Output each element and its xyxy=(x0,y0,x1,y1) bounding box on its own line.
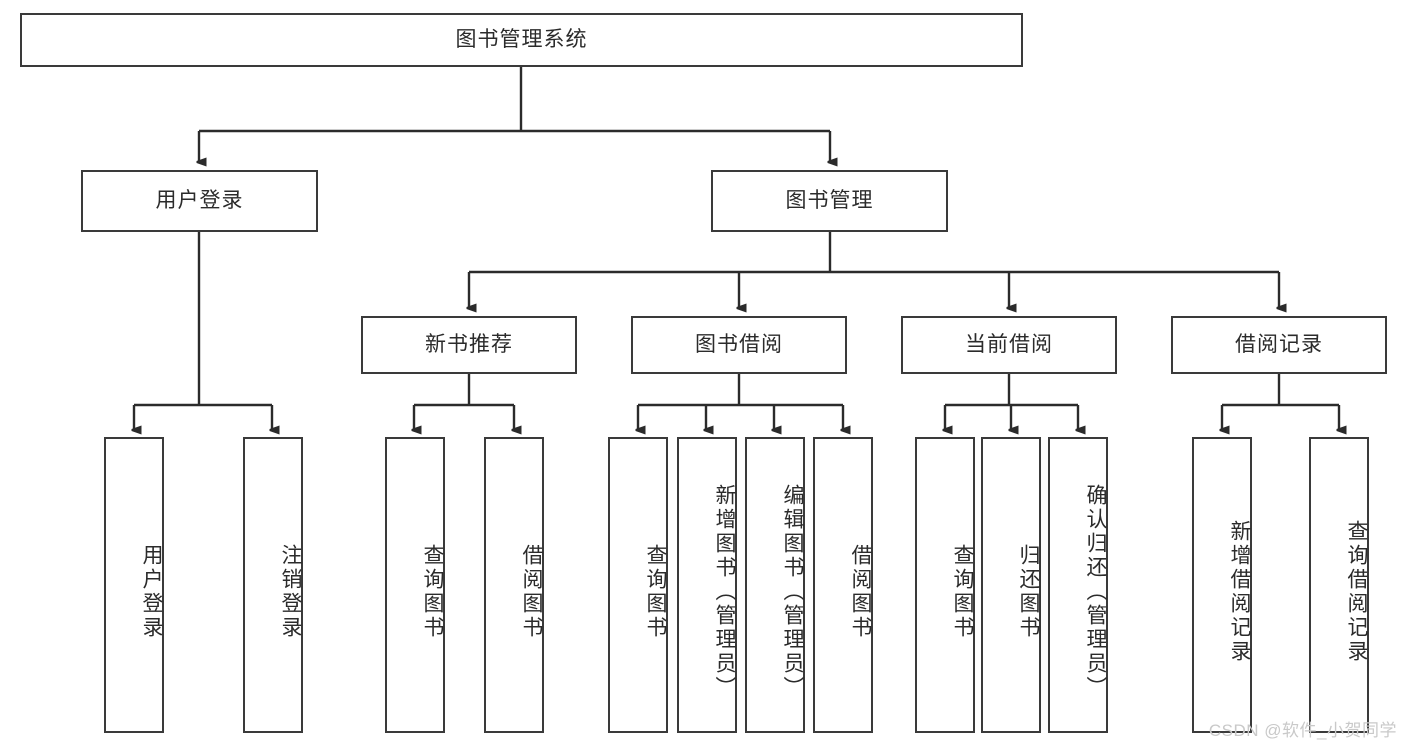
node-book-management[interactable]: 图书管理 xyxy=(711,170,948,232)
node-label: 借阅图书 xyxy=(520,544,543,640)
node-leaf-query-borrow-record[interactable]: 查询借阅记录 xyxy=(1309,437,1369,733)
node-label: 新增借阅记录 xyxy=(1228,520,1251,664)
node-leaf-add-borrow-record[interactable]: 新增借阅记录 xyxy=(1192,437,1252,733)
node-label: 图书管理 xyxy=(785,189,874,213)
node-label: 注销登录 xyxy=(279,544,302,640)
node-label: 用户登录 xyxy=(140,544,163,640)
node-user-login[interactable]: 用户登录 xyxy=(81,170,318,232)
node-label: 确认归还（管理员） xyxy=(1084,484,1107,700)
node-leaf-borrow-book[interactable]: 借阅图书 xyxy=(813,437,873,733)
node-label: 借阅记录 xyxy=(1235,333,1323,357)
node-label: 借阅图书 xyxy=(849,544,872,640)
node-label: 新书推荐 xyxy=(425,333,513,357)
node-leaf-query-book-current[interactable]: 查询图书 xyxy=(915,437,975,733)
node-label: 查询图书 xyxy=(644,544,667,640)
node-leaf-query-book-borrow[interactable]: 查询图书 xyxy=(608,437,668,733)
node-leaf-borrow-book-recommend[interactable]: 借阅图书 xyxy=(484,437,544,733)
node-leaf-add-book[interactable]: 新增图书（管理员） xyxy=(677,437,737,733)
watermark-text: CSDN @软件_小贺同学 xyxy=(1208,721,1397,740)
node-label: 查询图书 xyxy=(421,544,444,640)
node-leaf-return-book[interactable]: 归还图书 xyxy=(981,437,1041,733)
node-leaf-query-book-recommend[interactable]: 查询图书 xyxy=(385,437,445,733)
node-label: 图书管理系统 xyxy=(455,28,588,52)
node-book-borrow[interactable]: 图书借阅 xyxy=(631,316,847,374)
node-root-book-management-system[interactable]: 图书管理系统 xyxy=(20,13,1023,67)
node-label: 编辑图书（管理员） xyxy=(781,484,804,700)
node-label: 查询图书 xyxy=(951,544,974,640)
node-label: 图书借阅 xyxy=(695,333,783,357)
node-new-book-recommend[interactable]: 新书推荐 xyxy=(361,316,577,374)
node-label: 用户登录 xyxy=(155,189,244,213)
node-label: 归还图书 xyxy=(1017,544,1040,640)
node-leaf-logout-login[interactable]: 注销登录 xyxy=(243,437,303,733)
node-current-borrow[interactable]: 当前借阅 xyxy=(901,316,1117,374)
node-leaf-edit-book[interactable]: 编辑图书（管理员） xyxy=(745,437,805,733)
node-borrow-record[interactable]: 借阅记录 xyxy=(1171,316,1387,374)
node-label: 查询借阅记录 xyxy=(1345,520,1368,664)
node-leaf-user-login[interactable]: 用户登录 xyxy=(104,437,164,733)
node-label: 当前借阅 xyxy=(965,333,1053,357)
node-leaf-confirm-return[interactable]: 确认归还（管理员） xyxy=(1048,437,1108,733)
node-label: 新增图书（管理员） xyxy=(713,484,736,700)
